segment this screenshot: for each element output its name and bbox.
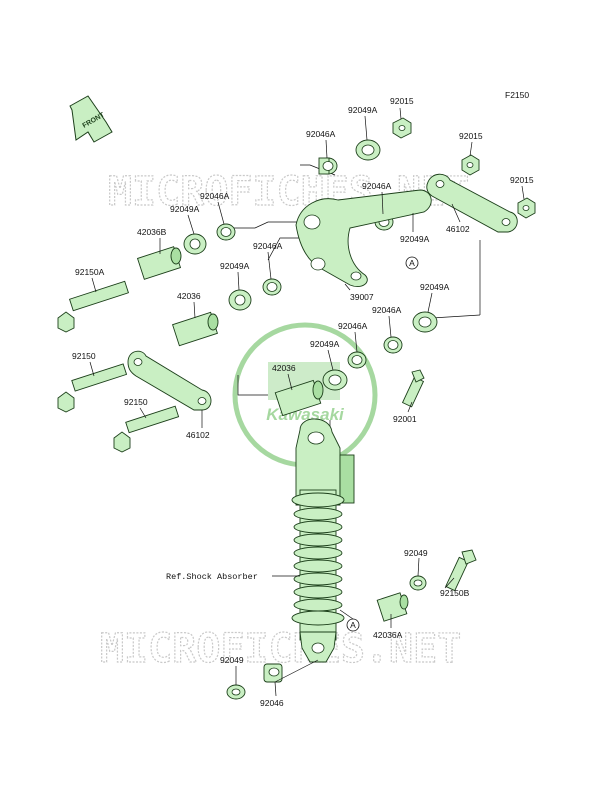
label-92046A-r2: 92046A (372, 305, 402, 315)
label-92015-r2: 92015 (510, 175, 534, 185)
marker-a-upper: A (405, 256, 419, 270)
seal-92049A-c (228, 289, 252, 311)
bolt-92150-2 (113, 405, 180, 453)
label-42036-c: 42036 (272, 363, 296, 373)
label-92049A-top: 92049A (348, 105, 378, 115)
label-92046A-c: 92046A (253, 241, 283, 251)
nut-92015-r2 (517, 197, 536, 219)
tie-rod-46102-left (127, 350, 212, 411)
collar-42036-left (172, 311, 219, 347)
bearing-92046-bottom-left (263, 663, 283, 683)
label-92049A-mid: 92049A (400, 234, 430, 244)
bearing-92046A-r3 (347, 351, 367, 369)
label-92046A-top: 92046A (306, 129, 336, 139)
shock-absorber (291, 418, 355, 663)
bolt-92150A (57, 280, 130, 333)
label-92150A: 92150A (75, 267, 105, 277)
marker-a-lower: A (346, 618, 360, 632)
label-92001: 92001 (393, 414, 417, 424)
collar-42036B (136, 246, 182, 280)
seal-92049-right (409, 575, 427, 591)
collar-42036A (376, 592, 409, 622)
seal-92049-bottom-left (226, 684, 246, 700)
label-92015-top: 92015 (390, 96, 414, 106)
label-92150-2: 92150 (124, 397, 148, 407)
bolt-92001 (401, 369, 425, 408)
front-arrow-icon: FRONT (69, 95, 113, 143)
rocker-arm-39007 (295, 189, 432, 287)
label-46102-right: 46102 (446, 224, 470, 234)
collar-42036-center (274, 379, 324, 417)
seal-92049A-lower (322, 369, 348, 391)
label-92015-r1: 92015 (459, 131, 483, 141)
label-92150B: 92150B (440, 588, 470, 598)
label-42036B: 42036B (137, 227, 167, 237)
figure-code: F2150 (505, 90, 529, 100)
shock-spring (291, 492, 345, 626)
label-42036-left: 42036 (177, 291, 201, 301)
bolt-92150 (57, 363, 128, 413)
leader-lines (89, 107, 525, 697)
label-92049-bottom-left: 92049 (220, 655, 244, 665)
tie-rod-46102-right (426, 173, 518, 233)
nut-92015-r1 (461, 154, 480, 176)
label-92049A-r3: 92049A (310, 339, 340, 349)
label-92049A-r2: 92049A (420, 282, 450, 292)
bearing-92046A-r2 (383, 336, 403, 354)
label-92046-bottom-left: 92046 (260, 698, 284, 708)
bolt-92150B (445, 549, 477, 592)
label-92150: 92150 (72, 351, 96, 361)
label-92046A-left: 92046A (200, 191, 230, 201)
ref-shock-absorber-label: Ref.Shock Absorber (166, 572, 258, 582)
label-39007: 39007 (350, 292, 374, 302)
svg-text:A: A (350, 620, 356, 630)
svg-text:A: A (409, 258, 415, 268)
label-92046A-r3: 92046A (338, 321, 368, 331)
label-92046A-mid: 92046A (362, 181, 392, 191)
bearing-92046A-top (318, 157, 338, 175)
label-42036A: 42036A (373, 630, 403, 640)
nut-92015-top (392, 117, 412, 139)
label-92049A-left: 92049A (170, 204, 200, 214)
seal-92049A-r3 (412, 311, 438, 333)
seal-92049A-left (183, 233, 207, 255)
label-46102-left: 46102 (186, 430, 210, 440)
bearing-92046A-left (216, 223, 236, 241)
seal-92049A-top (355, 139, 381, 161)
label-92049A-c: 92049A (220, 261, 250, 271)
bearing-92046A-c (262, 278, 282, 296)
label-92049-r: 92049 (404, 548, 428, 558)
